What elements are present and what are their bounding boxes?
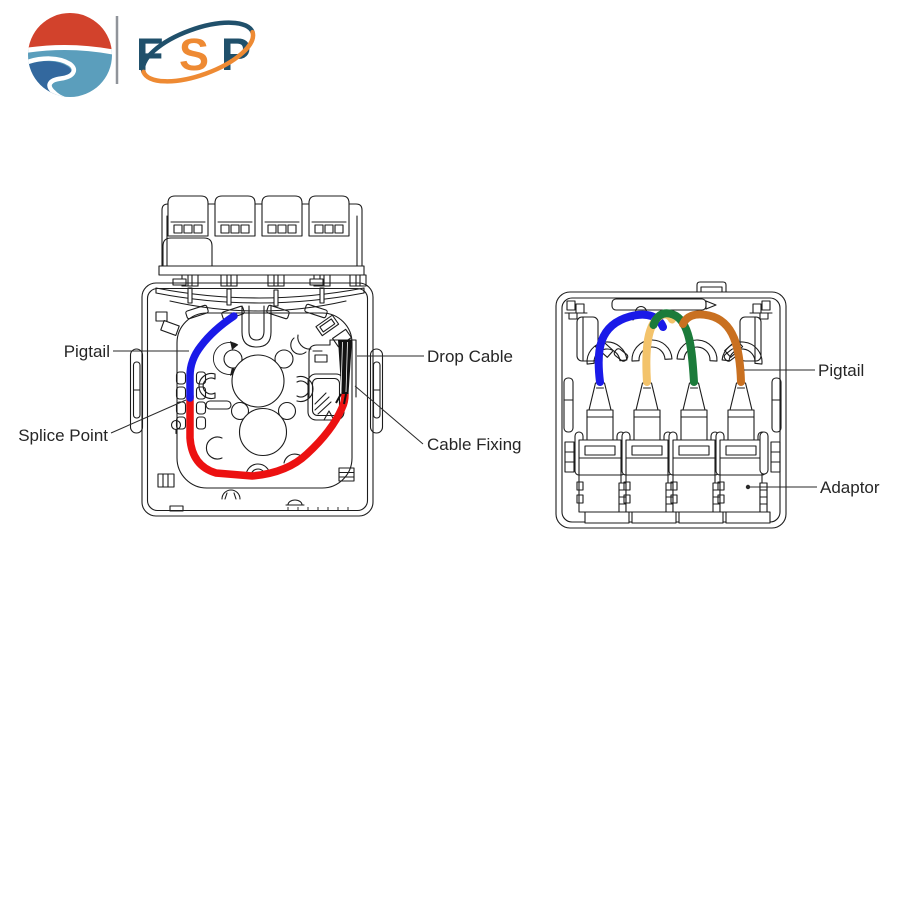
band-post: [226, 288, 232, 306]
mark-river-curve: [28, 56, 81, 97]
drop-cable-black: [335, 340, 352, 405]
corner-clip-left: [155, 311, 180, 336]
adaptor-unit-1: [574, 382, 630, 524]
side-tab-right: [369, 348, 384, 434]
routing-spool-lower: [230, 401, 297, 457]
top-adaptor-assembly: [155, 195, 367, 312]
logo-orbit: [140, 20, 256, 84]
corner-clips-right: [749, 300, 773, 320]
mark-red-half: [28, 13, 112, 49]
mark-horizon-gap: [28, 44, 112, 56]
port-block: [261, 195, 303, 237]
label-splice-point: Splice Point: [18, 426, 108, 445]
label-pigtail: Pigtail: [64, 342, 110, 361]
right-figure-adaptor-view: Pigtail Adaptor: [555, 281, 880, 529]
organizer-tray: [155, 303, 357, 512]
label-pigtail: Pigtail: [818, 361, 864, 380]
port-block: [214, 195, 256, 237]
side-tab-left: [129, 348, 144, 434]
side-post-right: [739, 316, 762, 362]
label-cable-fixing: Cable Fixing: [427, 435, 522, 454]
red-fiber-loop: [186, 390, 349, 480]
splice-holder: [170, 371, 232, 435]
center-cup-guide: [241, 305, 272, 348]
side-post-left: [576, 316, 599, 362]
wall-slots: [563, 377, 782, 473]
right-figure-callouts: Pigtail Adaptor: [744, 361, 880, 497]
left-figure-callouts: Pigtail Splice Point Drop Cable Cable Fi…: [18, 342, 521, 454]
brand-mark-globe: [28, 13, 112, 97]
top-tab: [696, 281, 727, 293]
label-adaptor: Adaptor: [820, 478, 880, 497]
band-post: [273, 289, 279, 307]
assembly-clips: [181, 274, 367, 287]
port-block: [167, 195, 209, 237]
corner-clips-left: [564, 300, 588, 320]
fiber-entry-slots: [185, 303, 328, 321]
left-figure-splice-view: Pigtail Splice Point Drop Cable Cable Fi…: [18, 195, 522, 517]
assembly-tab: [162, 237, 213, 267]
port-block: [308, 195, 350, 237]
leader-cable-fixing: [354, 385, 424, 445]
orbit-orange-arc: [141, 29, 256, 84]
adaptor-unit-2: [621, 382, 677, 524]
adaptor-bank: [574, 382, 771, 524]
adaptor-unit-3: [668, 382, 724, 524]
box-outline: [555, 281, 787, 529]
band-post: [187, 287, 193, 304]
box-outline: [129, 278, 384, 517]
band-post: [319, 287, 325, 304]
blue-pigtail-cable: [186, 312, 238, 402]
leader-splice-point: [110, 399, 187, 434]
pigtail-orange: [679, 310, 745, 386]
label-recess: [611, 298, 707, 311]
routing-spool-upper: [223, 349, 294, 408]
label-drop-cable: Drop Cable: [427, 347, 513, 366]
base-details: [157, 467, 355, 512]
curved-organizer-band: [155, 287, 365, 312]
assembly-bar: [158, 265, 365, 276]
orbit-navy-arc: [140, 20, 255, 75]
pigtail-green: [649, 309, 698, 386]
